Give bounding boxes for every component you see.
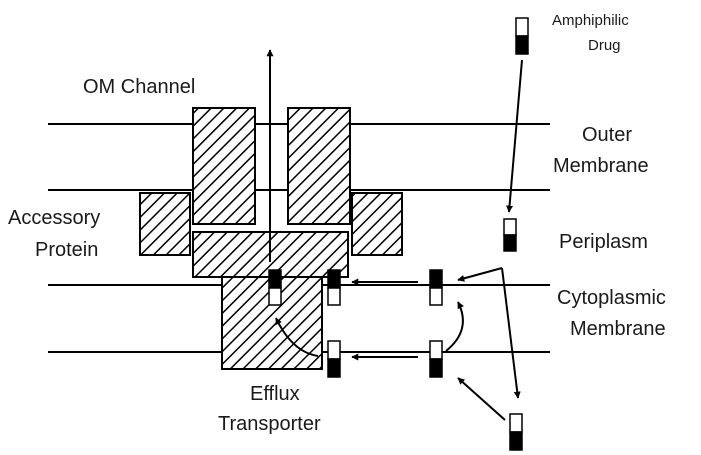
accessory-protein-label-line1: Accessory — [8, 207, 100, 229]
inner-leaflet-to-transporter-arrow — [275, 317, 319, 357]
drug-molecule-top — [515, 17, 529, 55]
drug-molecule-right-lower — [429, 340, 443, 378]
cytoplasmic-membrane-label-line1: Cytoplasmic — [557, 287, 666, 309]
drug-entry-arrow — [506, 59, 523, 213]
periplasm-to-transporter-arrow — [457, 267, 503, 282]
amphiphilic-drug-label-line2: Drug — [588, 37, 621, 54]
om-channel-label: OM Channel — [83, 76, 195, 98]
outer-membrane-label-line1: Outer — [582, 124, 632, 146]
accessory-protein-label-line2: Protein — [35, 239, 98, 261]
drug-molecule-periplasm — [503, 218, 517, 252]
om-channel-right-block — [287, 107, 351, 225]
drug-molecule-center-upper — [327, 269, 341, 306]
accessory-protein-left-block — [139, 192, 191, 256]
drug-molecule-cytoplasm — [509, 413, 523, 451]
cytoplasmic-membrane-label-line2: Membrane — [570, 318, 666, 340]
drug-molecule-transporter-upper — [268, 269, 282, 306]
periplasm-down-arrow — [501, 267, 521, 399]
outer-membrane-label-line2: Membrane — [553, 155, 649, 177]
periplasm-label: Periplasm — [559, 231, 648, 253]
cytoplasm-to-membrane-arrow — [457, 377, 506, 421]
efflux-transporter-label-line2: Transporter — [218, 413, 321, 435]
flip-flop-arrow — [445, 301, 464, 352]
accessory-protein-right-block — [351, 192, 403, 256]
efflux-transporter-label-line1: Efflux — [250, 383, 300, 405]
om-channel-left-block — [192, 107, 256, 225]
drug-molecule-right-upper — [429, 269, 443, 306]
amphiphilic-drug-label-line1: Amphiphilic — [552, 12, 629, 29]
drug-molecule-center-lower — [327, 340, 341, 378]
